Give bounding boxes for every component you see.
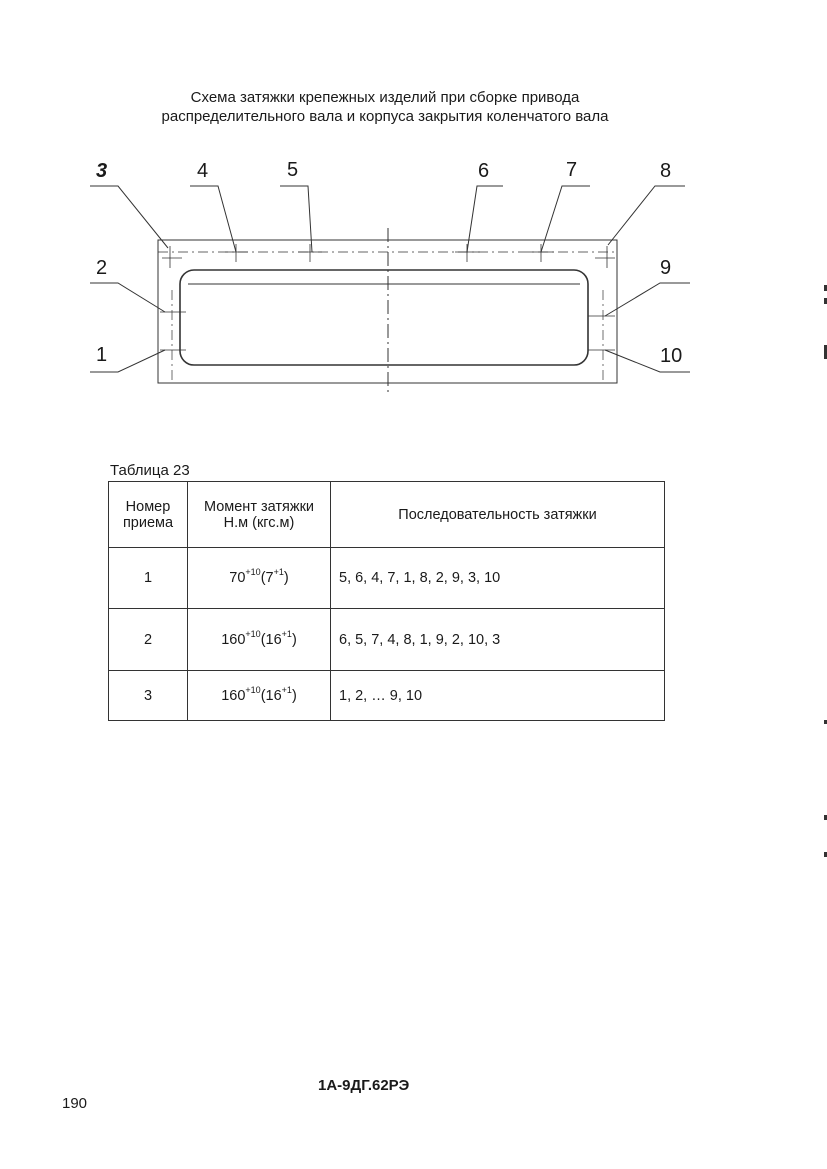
title-line-1: Схема затяжки крепежных изделий при сбор… (190, 89, 580, 106)
bolt-label-1: 1 (96, 344, 108, 366)
cell-sequence: 6, 5, 7, 4, 8, 1, 9, 2, 10, 3 (330, 608, 665, 671)
torque-value: 70 (229, 570, 246, 586)
table-header-row: Номер приема Момент затяжки Н.м (кгс.м) … (108, 481, 665, 548)
leader-9 (604, 282, 690, 317)
bolt-label-8: 8 (660, 160, 672, 182)
torque-value: 160 (221, 631, 246, 648)
page-number: 190 (62, 1095, 88, 1112)
bolt-4 (225, 244, 248, 262)
header-step: Номер приема (108, 481, 188, 548)
header-sequence: Последовательность затяжки (330, 481, 665, 548)
scan-edge-mark (824, 852, 827, 857)
leader-7 (540, 185, 590, 253)
header-torque-line2: Н.м (кгс.м) (223, 514, 295, 531)
leader-8 (607, 185, 685, 246)
bolt-3 (162, 246, 182, 268)
scan-edge-mark (824, 298, 827, 304)
kgs-tolerance: +1 (281, 684, 292, 695)
torque-tolerance: +10 (245, 684, 261, 695)
cell-torque: 160+10(16+1) (187, 670, 331, 721)
bolt-label-6: 6 (478, 160, 490, 182)
leader-3 (90, 185, 169, 249)
kgs-tolerance: +1 (273, 567, 284, 577)
cell-step: 1 (108, 547, 188, 609)
cell-step: 2 (108, 608, 188, 671)
torque-value: 160 (221, 687, 246, 704)
bolt-label-2: 2 (96, 257, 108, 279)
scan-edge-mark (824, 720, 827, 724)
bolt-label-9: 9 (660, 257, 672, 279)
kgs-value: 16 (265, 631, 282, 648)
kgs-value: 7 (265, 570, 274, 586)
torque-tolerance: +10 (245, 567, 261, 577)
scan-edge-mark (824, 345, 827, 359)
kgs-tolerance: +1 (281, 628, 292, 639)
leader-5 (280, 185, 313, 253)
scan-edge-mark (824, 285, 827, 291)
bolt-label-5: 5 (287, 159, 299, 181)
table-row: 3 160+10(16+1) 1, 2, … 9, 10 (108, 670, 665, 721)
bolt-label-3: 3 (96, 160, 108, 182)
document-code: 1А-9ДГ.62РЭ (318, 1077, 410, 1094)
header-torque: Момент затяжки Н.м (кгс.м) (187, 481, 331, 548)
bolt-7 (528, 244, 554, 262)
leader-4 (190, 185, 237, 253)
tightening-scheme-diagram (90, 185, 690, 395)
tightening-table: Номер приема Момент затяжки Н.м (кгс.м) … (108, 481, 665, 721)
leader-2 (90, 282, 166, 313)
cell-sequence: 1, 2, … 9, 10 (330, 670, 665, 721)
bolt-label-7: 7 (566, 159, 578, 181)
leader-1 (90, 349, 166, 373)
header-step-line2: приема (122, 514, 174, 531)
table-row: 2 160+10(16+1) 6, 5, 7, 4, 8, 1, 9, 2, 1… (108, 608, 665, 671)
header-torque-line1: Момент затяжки (203, 498, 315, 515)
header-step-line1: Номер (125, 498, 171, 515)
kgs-value: 16 (265, 687, 282, 704)
inner-opening (179, 269, 589, 366)
table-caption: Таблица 23 (110, 462, 190, 479)
bolt-label-10: 10 (660, 345, 683, 367)
cell-torque: 160+10(16+1) (187, 608, 331, 671)
torque-tolerance: +10 (245, 628, 261, 639)
title-line-2: распределительного вала и корпуса закрыт… (161, 108, 609, 125)
leader-10 (604, 349, 690, 373)
bolt-label-4: 4 (197, 160, 209, 182)
leader-6 (466, 185, 503, 253)
table-row: 1 70+10(7+1) 5, 6, 4, 7, 1, 8, 2, 9, 3, … (108, 547, 665, 609)
cell-step: 3 (108, 670, 188, 721)
cell-torque: 70+10(7+1) (187, 547, 331, 609)
bolt-8 (595, 246, 615, 268)
scan-edge-mark (824, 815, 827, 820)
bolt-5 (298, 244, 322, 262)
cell-sequence: 5, 6, 4, 7, 1, 8, 2, 9, 3, 10 (330, 547, 665, 609)
